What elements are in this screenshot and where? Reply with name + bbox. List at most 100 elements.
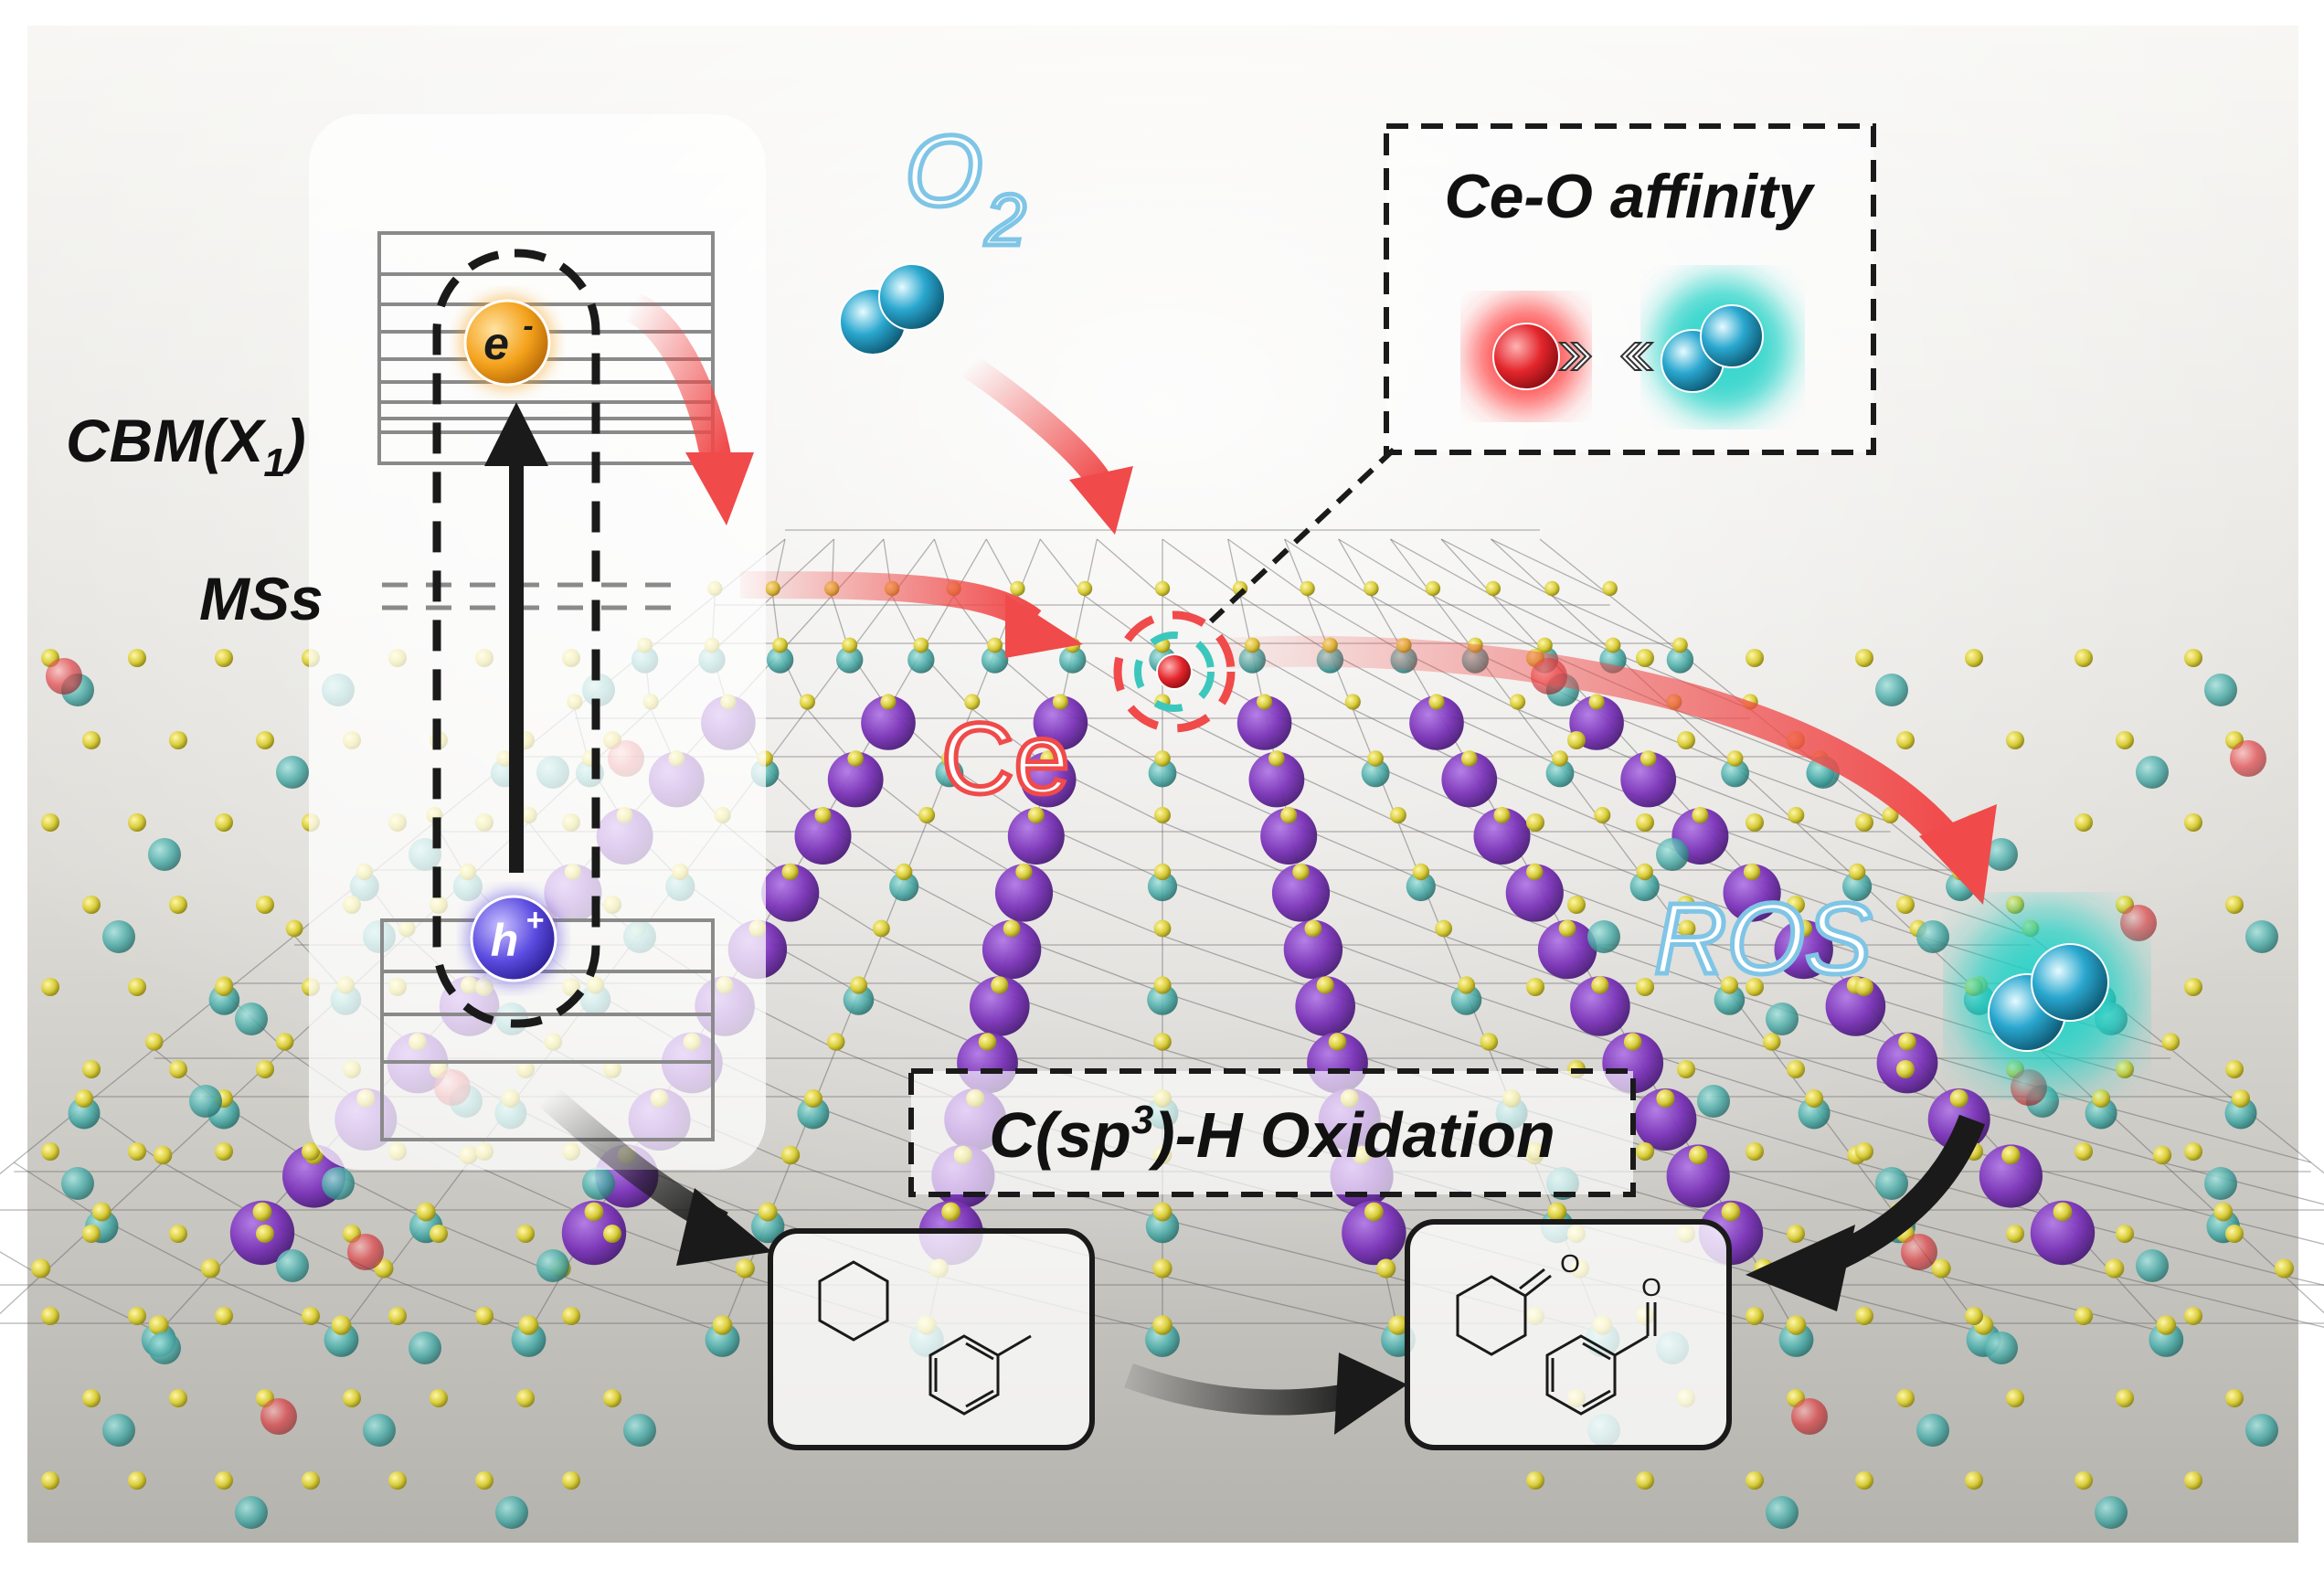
lattice-atom [1052, 694, 1068, 710]
lattice-atom [1304, 919, 1322, 938]
lattice-atom [803, 1089, 822, 1108]
lattice-atom [623, 1414, 656, 1447]
lattice-atom [215, 1307, 233, 1325]
lattice-atom [761, 864, 820, 922]
lattice-atom [1594, 807, 1611, 823]
lattice-atom [1896, 731, 1915, 749]
lattice-atom [1435, 919, 1452, 938]
lattice-atom [2245, 920, 2278, 953]
lattice-atom [562, 1307, 580, 1325]
msS-to-ce-arrow [739, 571, 1083, 658]
lattice-atom [2116, 1225, 2134, 1243]
lattice-atom [1916, 920, 1949, 953]
lattice-atom [896, 863, 913, 881]
lattice-atom [1461, 750, 1478, 767]
lattice-atom [1457, 976, 1476, 994]
lattice-atom [1280, 807, 1298, 823]
oxidation-title: C(sp3)-H Oxidation [989, 1098, 1555, 1171]
lattice-atom [128, 813, 146, 832]
lattice-atom [1677, 896, 1695, 914]
lattice-atom [2120, 905, 2157, 941]
lattice-atom [2092, 1089, 2111, 1108]
lattice-atom [1636, 649, 1654, 667]
aldehyde-oxygen-label: O [1641, 1273, 1661, 1301]
svg-text:2: 2 [984, 179, 1026, 260]
lattice-atom [2116, 1060, 2134, 1078]
mid-gap-states [382, 582, 684, 610]
lattice-atom [1848, 863, 1866, 881]
lattice-atom [1746, 1471, 1764, 1490]
lattice-atom [751, 1209, 785, 1244]
lattice-atom [918, 807, 936, 823]
lattice-atom [324, 1322, 359, 1357]
lattice-atom [169, 1060, 187, 1078]
lattice-atom [1677, 1060, 1695, 1078]
lattice-atom [603, 1389, 621, 1407]
lattice-atom [169, 1389, 187, 1407]
lattice-atom [1342, 1200, 1406, 1266]
lattice-atom [1656, 838, 1689, 871]
lattice-atom [766, 646, 794, 674]
lattice-atom [1271, 864, 1331, 922]
lattice-atom [302, 1471, 320, 1490]
lattice-atom [1602, 580, 1618, 597]
lattice-atom [518, 1315, 539, 1335]
lattice-atom [1721, 759, 1749, 788]
lattice-atom [1896, 896, 1915, 914]
lattice-atom [200, 1258, 220, 1279]
lattice-atom [1152, 1315, 1173, 1335]
lattice-atom [1412, 863, 1430, 881]
lattice-atom [82, 896, 101, 914]
hole-to-reactant-arrow [539, 1086, 772, 1266]
lattice-atom [2006, 896, 2024, 914]
lattice-atom [889, 871, 919, 902]
lattice-atom [256, 731, 274, 749]
lattice-atom [1473, 808, 1531, 865]
lattice-atom [1428, 694, 1445, 710]
lattice-atom [1623, 1033, 1642, 1051]
lattice-atom [1153, 1033, 1172, 1051]
lattice-atom [2245, 1414, 2278, 1447]
reactant-to-product-arrow [1124, 1353, 1407, 1435]
lattice-atom [1027, 807, 1045, 823]
lattice-atom [1916, 1414, 1949, 1447]
lattice-atom [2095, 1496, 2128, 1529]
lattice-atom [1746, 813, 1764, 832]
lattice-atom [495, 1496, 528, 1529]
lattice-atom [1855, 813, 1873, 832]
lattice-atom [2149, 1322, 2184, 1357]
lattice-atom [880, 694, 897, 710]
lattice-atom [128, 978, 146, 996]
lattice-atom [1409, 695, 1464, 750]
lattice-atom [1450, 984, 1482, 1015]
lattice-atom [2116, 1389, 2134, 1407]
o2-to-ce-arrow [961, 355, 1133, 535]
lattice-atom [516, 1389, 535, 1407]
lattice-atom [1260, 808, 1318, 865]
lattice-atom [1425, 580, 1441, 597]
svg-text:O: O [905, 115, 983, 228]
lattice-atom [561, 1200, 627, 1266]
lattice-atom [1721, 1202, 1741, 1222]
lattice-atom [1620, 751, 1677, 808]
lattice-atom [68, 1097, 101, 1130]
lattice-atom [1965, 649, 1983, 667]
lattice-atom [1692, 807, 1709, 823]
electron-transfer-arrow [623, 292, 754, 525]
lattice-atom [982, 919, 1042, 980]
lattice-atom [1898, 1033, 1916, 1051]
lattice-atom [1145, 1209, 1180, 1244]
lattice-atom [1406, 871, 1436, 902]
lattice-atom [1720, 976, 1738, 994]
lattice-atom [1714, 984, 1746, 1015]
lattice-atom [1236, 695, 1292, 750]
lattice-atom [1805, 1089, 1824, 1108]
lattice-atom [794, 808, 852, 865]
lattice-atom [1882, 807, 1899, 823]
lattice-atom [1791, 1398, 1828, 1435]
ce-label: Ce [941, 703, 1070, 815]
lattice-atom [941, 750, 958, 767]
lattice-atom [1153, 863, 1172, 881]
lattice-atom [1689, 1145, 1708, 1165]
lattice-atom [2006, 1389, 2024, 1407]
